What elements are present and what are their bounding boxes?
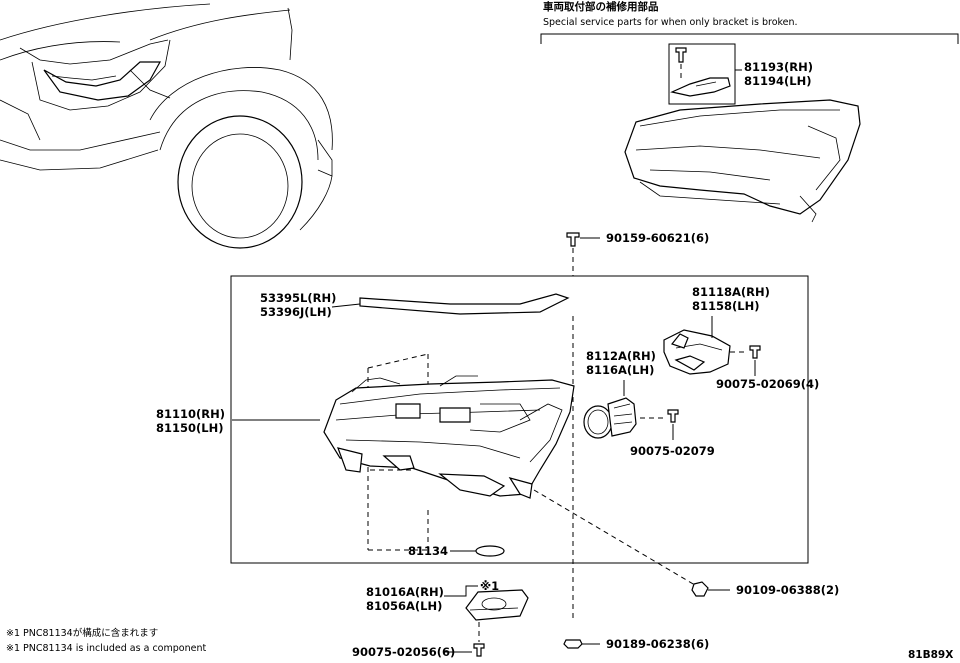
screw-top-icon [566, 232, 580, 247]
gasket-ring [475, 545, 505, 557]
bracket-box [668, 43, 736, 105]
label-trim-rh: 53395L(RH) [260, 291, 336, 305]
label-screw-socket: 90075-02079 [630, 444, 715, 458]
small-headlamp [624, 99, 861, 223]
socket-assembly: 8112A(RH) 8116A(LH) [583, 349, 656, 439]
nut-right-group: 90109-06388(2) [691, 581, 839, 597]
label-gasket: 81134 [408, 544, 448, 558]
service-title-jp: 車両取付部の補修用部品 [543, 0, 659, 13]
label-unit-lh: 81158(LH) [692, 299, 759, 313]
label-socket-lh: 8116A(LH) [586, 363, 654, 377]
trim-strip: 53395L(RH) 53396J(LH) [260, 291, 570, 319]
screw-bottom-icon [473, 643, 485, 657]
bracket-screw-icon [675, 47, 687, 63]
label-bracket-lh: 81194(LH) [744, 74, 811, 88]
label-lamp-rh: 81110(RH) [156, 407, 225, 421]
label-bolt-bottom: 90189-06238(6) [606, 637, 709, 651]
label-lamp-lh: 81150(LH) [156, 421, 223, 435]
label-screw-unit: 90075-02069(4) [716, 377, 819, 391]
unit-screw-icon [749, 345, 761, 359]
bracket-part [670, 77, 731, 97]
footnote-en: ※1 PNC81134 is included as a component [6, 643, 206, 654]
label-note-mark: ※1 [480, 579, 499, 593]
figure-code: 81B89X [908, 649, 953, 661]
label-nut-right: 90109-06388(2) [736, 583, 839, 597]
label-trim-lh: 53396J(LH) [260, 305, 332, 319]
socket-screw-group: 90075-02079 [630, 409, 715, 458]
screw-bottom-group: 90075-02056(6) [352, 622, 485, 659]
label-bracket-rh: 81193(RH) [744, 60, 813, 74]
computer-unit: ※1 81016A(RH) 81056A(LH) [366, 579, 529, 621]
nut-right-icon [691, 581, 709, 597]
gasket-group: 81134 [408, 544, 505, 558]
socket-screw-icon [667, 409, 679, 423]
label-unit-rh: 81118A(RH) [692, 285, 770, 299]
label-screw-top: 90159-60621(6) [606, 231, 709, 245]
label-socket-rh: 8112A(RH) [586, 349, 656, 363]
main-headlamp [323, 375, 575, 499]
module-unit: 81118A(RH) 81158(LH) [663, 285, 770, 375]
assembly-box [230, 275, 809, 564]
vehicle-sketch [0, 3, 333, 249]
bolt-bottom-group: 90189-06238(6) [563, 637, 709, 651]
footnote-jp: ※1 PNC81134が構成に含まれます [6, 627, 158, 639]
bracket-bracket-area: 車両取付部の補修用部品 Special service parts for wh… [540, 0, 959, 223]
label-screw-bottom: 90075-02056(6) [352, 645, 455, 659]
unit-screw-group: 90075-02069(4) [716, 345, 819, 391]
bolt-bottom-icon [563, 639, 583, 649]
service-title-en: Special service parts for when only brac… [543, 17, 798, 28]
label-computer-lh: 81056A(LH) [366, 599, 442, 613]
screw-top-group: 90159-60621(6) [566, 231, 709, 276]
label-computer-rh: 81016A(RH) [366, 585, 444, 599]
